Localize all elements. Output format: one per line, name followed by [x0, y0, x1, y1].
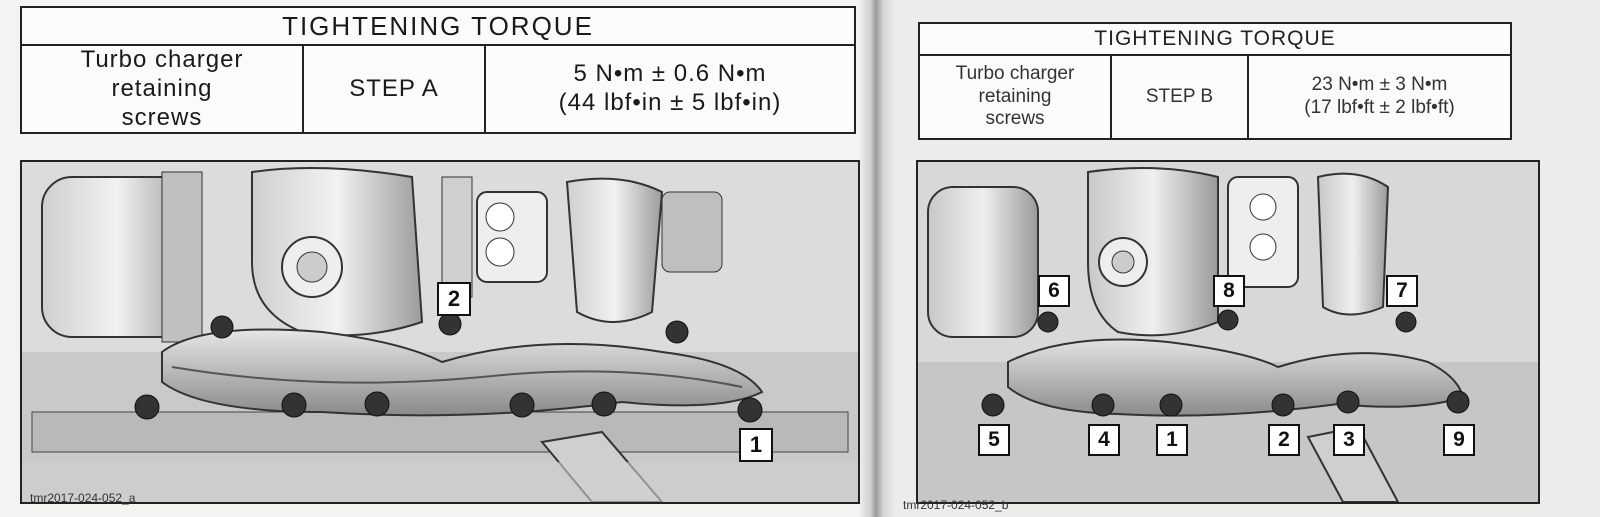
callout-label: 2 — [437, 282, 471, 316]
part-cell: Turbo charger retaining screws — [20, 43, 304, 135]
table-title: TIGHTENING TORQUE — [20, 6, 856, 46]
turbocharger-figure-b: 6 8 7 5 4 1 2 3 9 — [916, 160, 1540, 504]
callout-label: 9 — [1443, 424, 1475, 456]
table-title: TIGHTENING TORQUE — [918, 22, 1512, 56]
part-line: retaining — [111, 74, 213, 102]
part-line: screws — [121, 103, 203, 131]
step-cell: STEP A — [302, 43, 486, 135]
callout-label: 1 — [1156, 424, 1188, 456]
torque-imperial: (17 lbf•ft ± 2 lbf•ft) — [1304, 97, 1455, 118]
part-line: Turbo charger — [955, 62, 1075, 84]
part-cell: Turbo charger retaining screws — [918, 54, 1112, 140]
callout-label: 1 — [739, 428, 773, 462]
step-cell: STEP B — [1110, 54, 1249, 140]
torque-imperial: (44 lbf•in ± 5 lbf•in) — [558, 89, 782, 117]
callout-label: 7 — [1386, 275, 1418, 307]
torque-value-cell: 23 N•m ± 3 N•m (17 lbf•ft ± 2 lbf•ft) — [1247, 54, 1512, 140]
callout-label: 6 — [1038, 275, 1070, 307]
torque-value-cell: 5 N•m ± 0.6 N•m (44 lbf•in ± 5 lbf•in) — [484, 43, 856, 135]
turbocharger-illustration — [918, 162, 1538, 502]
turbocharger-figure-a: 2 1 — [20, 160, 860, 504]
part-line: retaining — [978, 85, 1052, 107]
callout-label: 8 — [1213, 275, 1245, 307]
part-line: Turbo charger — [80, 46, 244, 73]
callout-label: 5 — [978, 424, 1010, 456]
turbocharger-illustration — [22, 162, 858, 502]
torque-metric: 23 N•m ± 3 N•m — [1311, 74, 1448, 96]
part-line: screws — [985, 108, 1045, 130]
book-gutter — [858, 0, 894, 517]
callout-label: 3 — [1333, 424, 1365, 456]
figure-code: tmr2017-024-052_a — [30, 491, 136, 505]
figure-code: tmr2017-024-052_b — [903, 498, 1009, 512]
callout-label: 4 — [1088, 424, 1120, 456]
torque-metric: 5 N•m ± 0.6 N•m — [573, 60, 767, 88]
callout-label: 2 — [1268, 424, 1300, 456]
torque-table-step-b: TIGHTENING TORQUE Turbo charger retainin… — [918, 22, 1512, 140]
torque-table-step-a: TIGHTENING TORQUE Turbo charger retainin… — [20, 6, 856, 135]
